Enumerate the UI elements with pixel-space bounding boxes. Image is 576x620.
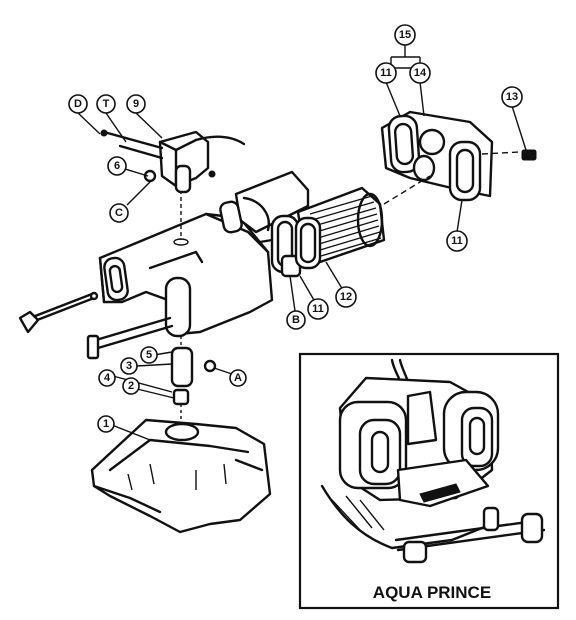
callout-5: 5 <box>140 346 158 364</box>
svg-text:15: 15 <box>399 29 411 41</box>
svg-text:A: A <box>234 372 242 384</box>
svg-text:9: 9 <box>133 98 139 110</box>
leader-lines <box>77 44 527 441</box>
lower-connector <box>170 336 217 430</box>
svg-text:2: 2 <box>128 380 134 392</box>
callout-A: A <box>229 369 247 387</box>
callout-15: 15 <box>394 24 416 46</box>
inset-title: AQUA PRINCE <box>373 583 491 602</box>
callout-1: 1 <box>97 415 115 433</box>
callout-2: 2 <box>122 377 140 395</box>
base-unit <box>90 418 272 534</box>
svg-text:12: 12 <box>340 291 352 303</box>
side-rod <box>18 291 99 334</box>
aqua-prince-cleaner-illustration <box>320 358 546 564</box>
callout-3: 3 <box>120 357 138 375</box>
main-housing <box>98 190 274 338</box>
callout-12: 12 <box>335 286 357 308</box>
svg-text:5: 5 <box>146 349 152 361</box>
svg-text:1: 1 <box>103 418 109 430</box>
callout-13: 13 <box>501 86 523 108</box>
callout-4: 4 <box>98 369 116 387</box>
svg-text:11: 11 <box>380 67 392 79</box>
callout-9: 9 <box>126 94 146 114</box>
svg-text:6: 6 <box>114 160 120 172</box>
top-handle-assembly <box>100 129 246 194</box>
svg-text:C: C <box>115 207 123 219</box>
filter-sleeve <box>219 170 310 234</box>
svg-text:11: 11 <box>312 303 324 315</box>
svg-text:13: 13 <box>506 91 518 103</box>
callout-B: B <box>286 310 306 330</box>
svg-text:11: 11 <box>451 235 463 247</box>
end-cap-assembly <box>380 110 537 205</box>
callout-T: T <box>96 94 116 114</box>
callout-11-mid: 11 <box>307 298 329 320</box>
svg-text:3: 3 <box>126 360 132 372</box>
inset-panel: AQUA PRINCE <box>298 352 560 610</box>
svg-text:B: B <box>292 314 300 326</box>
callout-11-top: 11 <box>375 62 397 84</box>
svg-text:T: T <box>103 98 110 110</box>
lower-rod <box>86 316 174 360</box>
svg-text:D: D <box>74 98 82 110</box>
callout-14: 14 <box>409 62 431 84</box>
svg-text:14: 14 <box>414 67 427 79</box>
callout-C: C <box>109 203 129 223</box>
cartridge-end-ring <box>258 214 322 278</box>
svg-text:4: 4 <box>104 372 111 384</box>
callout-6: 6 <box>107 156 127 176</box>
callout-11-right: 11 <box>446 230 468 252</box>
callout-D: D <box>68 94 88 114</box>
